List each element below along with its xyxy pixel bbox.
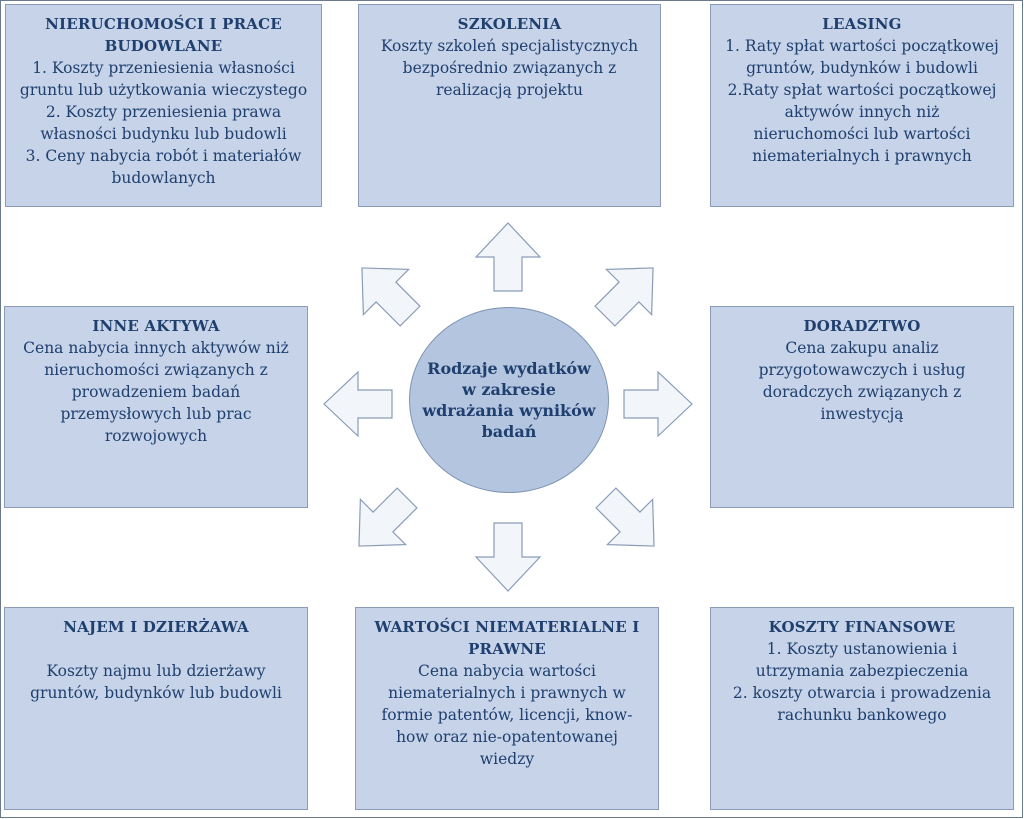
box-title: KOSZTY FINANSOWE xyxy=(768,618,956,636)
arrow-up-left xyxy=(338,244,434,340)
box-body: Cena zakupu analiz przygotowawczych i us… xyxy=(758,339,966,423)
arrow-up xyxy=(475,222,541,292)
box-title: NAJEM I DZIERŻAWA xyxy=(63,618,249,636)
box-body: 1. Raty spłat wartości początkowej grunt… xyxy=(725,37,999,165)
box-body: Cena nabycia innych aktywów niż nierucho… xyxy=(23,339,289,445)
box-title: LEASING xyxy=(822,15,902,33)
box-body: Koszty szkoleń specjalistycznych bezpośr… xyxy=(380,37,639,99)
box-doradztwo: DORADZTWO Cena zakupu analiz przygotowaw… xyxy=(710,306,1014,508)
center-circle: Rodzaje wydatków w zakresie wdrażania wy… xyxy=(409,307,609,493)
box-najem: NAJEM I DZIERŻAWA Koszty najmu lub dzier… xyxy=(4,607,308,810)
arrow-right xyxy=(623,371,693,437)
box-title: INNE AKTYWA xyxy=(92,317,220,335)
box-title: SZKOLENIA xyxy=(457,15,562,33)
box-body: 1. Koszty ustanowienia i utrzymania zabe… xyxy=(732,640,992,724)
arrow-down-left xyxy=(335,474,431,570)
box-body: Koszty najmu lub dzierżawy gruntów, budy… xyxy=(30,662,282,702)
box-koszty-finansowe: KOSZTY FINANSOWE 1. Koszty ustanowienia … xyxy=(710,607,1014,810)
arrow-down xyxy=(475,522,541,592)
box-nieruchomosci: NIERUCHOMOŚCI I PRACE BUDOWLANE 1. Koszt… xyxy=(5,4,322,207)
box-title: WARTOŚCI NIEMATERIALNE I PRAWNE xyxy=(374,618,640,658)
arrow-left xyxy=(323,371,393,437)
box-leasing: LEASING 1. Raty spłat wartości początkow… xyxy=(710,4,1014,207)
arrow-down-right xyxy=(582,474,678,570)
box-title: DORADZTWO xyxy=(803,317,921,335)
box-szkolenia: SZKOLENIA Koszty szkoleń specjalistyczny… xyxy=(358,4,661,207)
box-title: NIERUCHOMOŚCI I PRACE BUDOWLANE xyxy=(45,15,282,55)
arrow-up-right xyxy=(581,244,677,340)
box-wartosci-niematerialne: WARTOŚCI NIEMATERIALNE I PRAWNE Cena nab… xyxy=(355,607,659,810)
box-inne-aktywa: INNE AKTYWA Cena nabycia innych aktywów … xyxy=(4,306,308,508)
box-body: 1. Koszty przeniesienia własności gruntu… xyxy=(19,59,308,187)
box-body: Cena nabycia wartości niematerialnych i … xyxy=(381,662,633,768)
center-label: Rodzaje wydatków w zakresie wdrażania wy… xyxy=(422,359,596,441)
